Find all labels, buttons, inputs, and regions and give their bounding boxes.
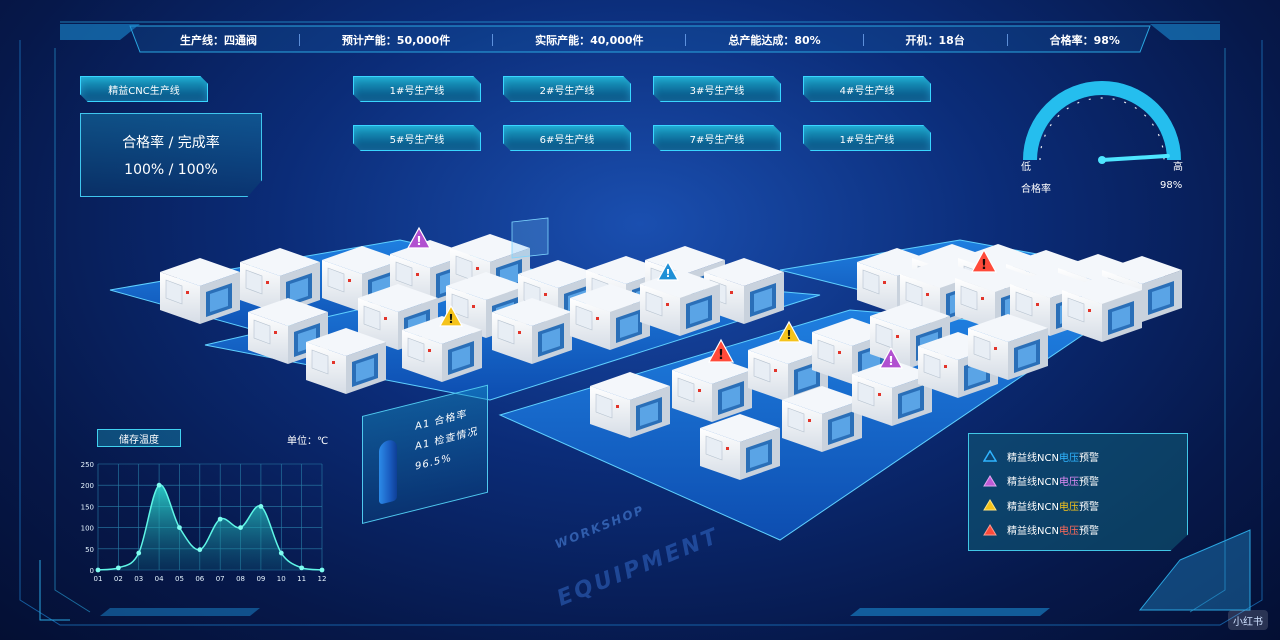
stat-machines-on: 开机：18台	[905, 34, 965, 47]
stat-actual-capacity: 实际产能：40,000件	[535, 34, 644, 47]
cnc-line-button[interactable]: 精益CNC生产线	[80, 76, 208, 102]
stat-separator	[492, 34, 494, 46]
hologram-mini-card	[511, 217, 549, 259]
pass-rate-gauge: 低 高 合格率 98%	[1018, 72, 1188, 198]
chart-point	[217, 516, 223, 522]
line-button-2[interactable]: 2#号生产线	[503, 76, 631, 102]
chart-x-tick-label: 08	[236, 575, 245, 583]
stat-planned-capacity: 预计产能：50,000件	[341, 34, 451, 47]
legend-suffix: 预警	[1078, 452, 1099, 464]
legend-suffix: 预警	[1078, 526, 1099, 538]
gauge-label: 合格率	[1021, 184, 1051, 195]
chart-y-tick-label: 250	[81, 461, 94, 469]
chart-point	[95, 567, 101, 573]
rate-panel-value: 100% / 100%	[124, 162, 218, 178]
stat-separator	[862, 34, 864, 46]
chart-points	[95, 482, 325, 573]
gauge-dial	[1023, 81, 1181, 164]
chart-y-tick-label: 50	[85, 546, 94, 554]
line-button-1[interactable]: 1#号生产线	[353, 76, 481, 102]
line-button-5[interactable]: 5#号生产线	[353, 125, 481, 151]
line-button-7[interactable]: 7#号生产线	[653, 125, 781, 151]
chart-x-tick-label: 12	[318, 575, 327, 583]
rate-panel-title: 合格率 / 完成率	[122, 135, 220, 151]
chart-x-tick-label: 06	[195, 575, 204, 583]
stat-total-achievement: 总产能达成：80%	[728, 34, 821, 47]
chart-y-tick-label: 200	[81, 482, 94, 490]
warning-purple-icon	[983, 474, 997, 487]
warning-red-icon	[983, 523, 997, 536]
chart-x-tick-label: 01	[94, 575, 103, 583]
chart-y-tick-label: 150	[81, 503, 94, 511]
legend-prefix: 精益线NCN	[1007, 501, 1059, 513]
stat-separator	[1006, 34, 1008, 46]
workshop-scene: ! ! ! !	[109, 217, 1183, 541]
chart-point	[177, 525, 182, 530]
chart-point	[278, 550, 284, 556]
legend-mid: 电压	[1058, 526, 1079, 538]
legend-prefix: 精益线NCN	[1007, 477, 1059, 489]
warning-blue-icon	[983, 450, 997, 462]
chart-area	[98, 484, 322, 570]
storage-temperature-chart: 0 50 100 150 200 250 01 02 03 04 05 06 07 08 09 10 11 12	[81, 461, 327, 583]
chart-x-tick-label: 07	[216, 575, 225, 583]
chart-x-tick-label: 04	[155, 575, 164, 583]
gauge-value: 98%	[1160, 180, 1183, 191]
warning-yellow-icon	[983, 499, 997, 511]
chart-point	[156, 482, 162, 488]
chart-x-tick-label: 03	[134, 575, 143, 583]
chart-unit: 单位：℃	[287, 436, 329, 447]
chart-point	[319, 567, 325, 573]
chart-title: 储存温度	[97, 429, 181, 447]
chart-x-tick-label: 10	[277, 575, 286, 583]
chart-point	[136, 550, 142, 556]
gauge-low-label: 低	[1021, 162, 1031, 173]
stat-separator	[685, 34, 687, 46]
chart-point	[115, 565, 121, 571]
legend-suffix: 预警	[1078, 501, 1099, 513]
legend-mid: 电压	[1058, 477, 1079, 489]
stat-pass-rate: 合格率：98%	[1049, 34, 1120, 47]
rate-panel: 合格率 / 完成率 100% / 100%	[80, 113, 262, 197]
chart-point	[197, 547, 203, 553]
chart-x-tick-label: 11	[297, 575, 306, 583]
chart-y-tick-label: 0	[90, 567, 94, 575]
corner-badge: 小红书	[1228, 610, 1268, 630]
stat-separator	[298, 34, 300, 46]
legend-suffix: 预警	[1078, 477, 1099, 489]
chart-x-tick-label: 05	[175, 575, 184, 583]
warning-purple-icon	[407, 227, 431, 249]
chart-point	[258, 504, 264, 509]
cylinder-icon	[379, 438, 397, 505]
line-button-6[interactable]: 6#号生产线	[503, 125, 631, 151]
line-button-4[interactable]: 4#号生产线	[803, 76, 931, 102]
chart-x-tick-label: 02	[114, 575, 123, 583]
chart-y-ticks: 0 50 100 150 200 250	[81, 461, 94, 575]
chart-x-ticks: 01 02 03 04 05 06 07 08 09 10 11 12	[94, 575, 327, 583]
legend-prefix: 精益线NCN	[1007, 526, 1059, 538]
legend-mid: 电压	[1058, 452, 1079, 464]
line-button-3[interactable]: 3#号生产线	[653, 76, 781, 102]
top-stats-bar: 生产线：四通阀 预计产能：50,000件 实际产能：40,000件 总产能达成：…	[180, 28, 1120, 52]
legend-prefix: 精益线NCN	[1007, 452, 1059, 464]
chart-point	[299, 565, 305, 571]
chart-x-tick-label: 09	[256, 575, 265, 583]
stat-production-line: 生产线：四通阀	[180, 34, 257, 47]
legend-mid: 电压	[1058, 501, 1079, 513]
gauge-high-label: 高	[1173, 162, 1183, 173]
chart-y-tick-label: 100	[81, 525, 94, 533]
chart-point	[238, 525, 243, 530]
line-button-8[interactable]: 1#号生产线	[803, 125, 931, 151]
